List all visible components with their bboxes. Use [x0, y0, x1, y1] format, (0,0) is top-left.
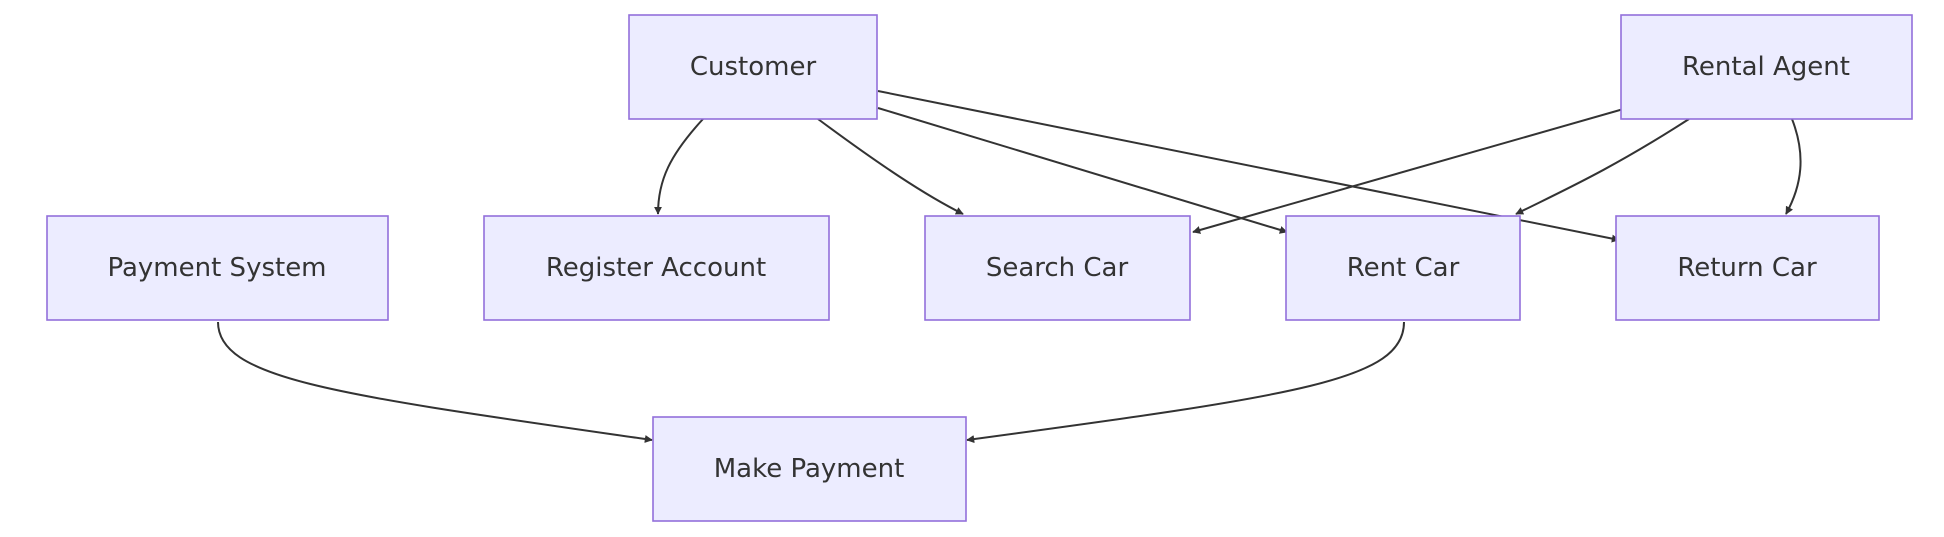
node-rent-car-box — [1285, 215, 1521, 321]
node-make-payment[interactable]: Make Payment — [652, 416, 967, 522]
node-register-account-label: Register Account — [546, 253, 766, 283]
node-customer-label: Customer — [690, 52, 817, 82]
edge-rental-agent-return-car — [1785, 118, 1802, 215]
edge-customer-return-car — [877, 90, 1620, 243]
edge-customer-rent-car — [877, 107, 1288, 234]
node-rent-car-label: Rent Car — [1347, 253, 1460, 283]
node-payment-system-box — [46, 215, 389, 321]
edge-customer-search-car — [817, 118, 964, 215]
node-payment-system[interactable]: Payment System — [46, 215, 389, 321]
node-make-payment-box — [652, 416, 967, 522]
edge-payment-system-make-payment — [217, 321, 653, 443]
node-rental-agent[interactable]: Rental Agent — [1620, 14, 1913, 120]
node-rental-agent-label: Rental Agent — [1682, 52, 1850, 82]
node-rent-car[interactable]: Rent Car — [1285, 215, 1521, 321]
node-customer-box — [628, 14, 878, 120]
node-payment-system-label: Payment System — [107, 253, 326, 283]
edges-group — [217, 90, 1802, 443]
node-make-payment-label: Make Payment — [714, 454, 905, 484]
edge-rental-agent-search-car — [1192, 107, 1628, 234]
node-return-car-box — [1615, 215, 1880, 321]
node-register-account-box — [483, 215, 830, 321]
edge-rental-agent-rent-car — [1515, 118, 1690, 215]
node-rental-agent-box — [1620, 14, 1913, 120]
node-search-car[interactable]: Search Car — [924, 215, 1191, 321]
edge-rent-car-make-payment — [966, 321, 1405, 443]
node-return-car-label: Return Car — [1677, 253, 1817, 283]
node-customer[interactable]: Customer — [628, 14, 878, 120]
node-search-car-box — [924, 215, 1191, 321]
node-return-car[interactable]: Return Car — [1615, 215, 1880, 321]
node-search-car-label: Search Car — [986, 253, 1129, 283]
edge-customer-register-account — [654, 118, 704, 215]
nodes-group: Customer Rental Agent Payment System Reg… — [46, 14, 1913, 522]
node-register-account[interactable]: Register Account — [483, 215, 830, 321]
